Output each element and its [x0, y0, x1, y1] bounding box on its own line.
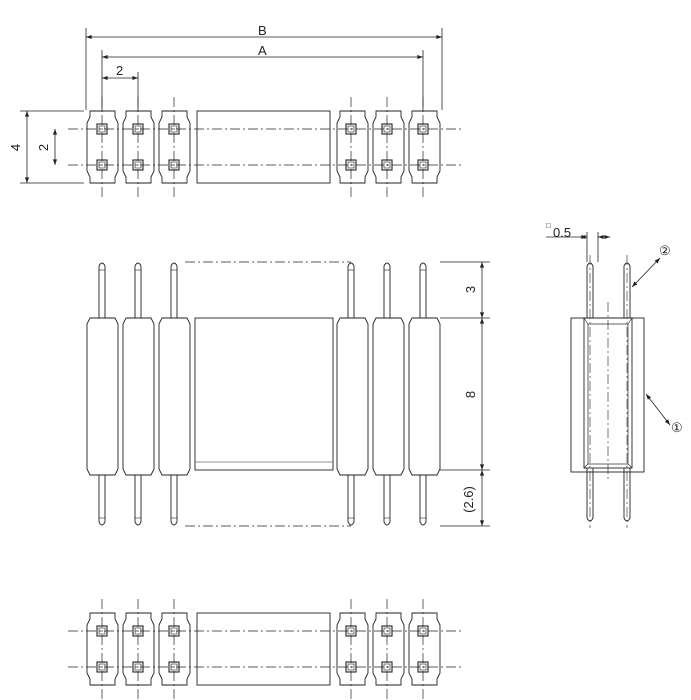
dim-pin-square-arrow-right-arrowhead [598, 234, 604, 240]
dim-pin-top-label: 3 [463, 285, 479, 294]
callout-housing: ① [671, 420, 683, 435]
dim-height-line-arrowhead [24, 111, 30, 117]
side-housing-outer [570, 317, 645, 473]
dim-pin-bottom-label: (2.6) [460, 486, 476, 513]
front-housing-block [122, 317, 155, 476]
dim-a-line-arrowhead [102, 54, 108, 60]
front-housing-block [408, 317, 441, 476]
top-view-housing-body [196, 110, 331, 184]
dim-pitch-h-line-arrowhead [102, 75, 108, 81]
dim-pin-top-line-arrowhead [479, 262, 485, 268]
bottom-view-housing-block [336, 612, 369, 686]
leader-pin [631, 257, 661, 288]
bottom-view-housing-block [86, 612, 119, 686]
dim-pin-top-line-arrowhead [479, 312, 485, 318]
bottom-view-housing-body [196, 612, 331, 686]
front-pin-top [347, 262, 355, 318]
dim-height-label: 4 [8, 143, 24, 152]
dim-pitch-h-line-arrowhead [132, 75, 138, 81]
front-housing-block [336, 317, 369, 476]
top-view-housing-block [86, 110, 119, 184]
side-chamfer [583, 463, 589, 469]
bottom-view-housing-block [158, 612, 191, 686]
dim-pitch-h-label: 2 [116, 63, 124, 78]
side-chamfer [627, 317, 633, 325]
front-housing-block [372, 317, 405, 476]
dim-b-line-arrowhead [436, 34, 442, 40]
dim-pin-bottom-line-arrowhead [479, 520, 485, 526]
front-pin-bottom [170, 475, 178, 526]
bottom-view-housing-block [122, 612, 155, 686]
dim-pin-square-arrow-left-arrowhead [581, 234, 587, 240]
leader-pin-arrowhead [632, 281, 638, 287]
dim-height-line-arrowhead [24, 177, 30, 183]
dim-a-label: A [258, 43, 267, 58]
front-pin-top [170, 262, 178, 318]
front-pin-bottom [383, 475, 391, 526]
square-symbol: □ [546, 221, 551, 230]
front-housing-block [86, 317, 119, 476]
dim-pitch-v-line-arrowhead [52, 159, 58, 165]
callout-pin: ② [659, 243, 671, 258]
front-pin-top [419, 262, 427, 318]
bottom-view-housing-block [408, 612, 441, 686]
side-chamfer [583, 317, 589, 325]
front-pin-bottom [419, 475, 427, 526]
front-pin-bottom [347, 475, 355, 526]
side-chamfer [627, 463, 633, 469]
front-pin-top [134, 262, 142, 318]
dim-housing-line-arrowhead [479, 318, 485, 324]
dim-housing-line-arrowhead [479, 464, 485, 470]
dim-b-line-arrowhead [86, 34, 92, 40]
front-pin-bottom [134, 475, 142, 526]
dim-pin-bottom-line-arrowhead [479, 470, 485, 476]
dim-pin-square-label: 0.5 [553, 225, 572, 240]
dim-a-line-arrowhead [417, 54, 423, 60]
dim-pitch-v-label: 2 [36, 143, 52, 152]
leader-housing-arrowhead [646, 394, 652, 400]
front-housing-body [194, 317, 334, 471]
dim-pitch-v-line-arrowhead [52, 129, 58, 135]
front-pin-top [383, 262, 391, 318]
dim-pin-square-arrow-right-arrowhead [604, 234, 610, 240]
top-view-housing-block [122, 110, 155, 184]
top-view-housing-block [372, 110, 405, 184]
front-pin-top [98, 262, 106, 318]
leader-housing [645, 393, 671, 426]
top-view-housing-block [336, 110, 369, 184]
front-pin-bottom [98, 475, 106, 526]
bottom-view-housing-block [372, 612, 405, 686]
top-view-housing-block [158, 110, 191, 184]
leader-housing-arrowhead [664, 419, 670, 425]
front-housing-block [158, 317, 191, 476]
leader-pin-arrowhead [654, 258, 660, 264]
dim-housing-label: 8 [463, 390, 479, 399]
top-view-housing-block [408, 110, 441, 184]
dim-b-label: B [258, 23, 267, 38]
